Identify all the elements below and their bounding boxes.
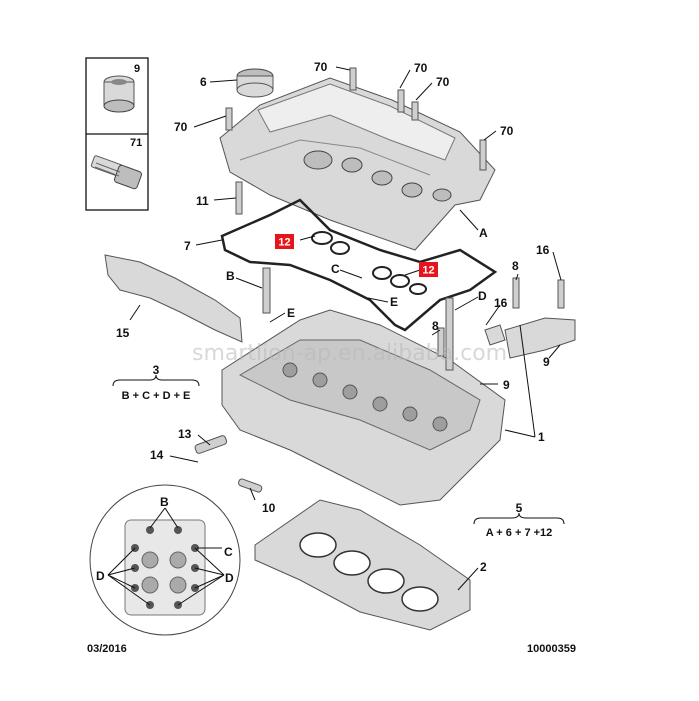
kit-3-label: 3 xyxy=(153,363,160,377)
callout-9-right: 9 xyxy=(543,355,550,369)
footer-date: 03/2016 xyxy=(87,643,127,655)
callout-13: 13 xyxy=(178,427,192,441)
callout-B-top: B xyxy=(226,269,235,283)
torque-sequence-inset xyxy=(89,484,241,636)
highlight-marker-12-a: 12 xyxy=(275,234,294,249)
kit-5-formula: A + 6 + 7 +12 xyxy=(486,527,553,539)
valve-cover-gasket xyxy=(220,198,498,332)
kit-3-group: 3 B + C + D + E xyxy=(112,363,200,402)
svg-text:12: 12 xyxy=(422,265,434,277)
callout-D-top: D xyxy=(478,289,487,303)
bearing-caps xyxy=(484,317,576,359)
callout-14: 14 xyxy=(150,448,164,462)
head-gasket xyxy=(254,499,471,631)
dowel-sleeve-illustration xyxy=(103,75,135,113)
callout-16-top: 16 xyxy=(536,243,550,257)
kit-5-brace xyxy=(473,512,565,525)
callout-8-mid: 8 xyxy=(432,319,439,333)
callout-10: 10 xyxy=(262,501,276,515)
callout-11: 11 xyxy=(196,194,209,208)
callout-70-top: 70 xyxy=(314,60,328,74)
kit-3-formula: B + C + D + E xyxy=(122,390,191,402)
callout-9-inset: 9 xyxy=(134,63,140,75)
callout-70-left: 70 xyxy=(174,120,188,134)
callout-1: 1 xyxy=(538,430,545,444)
callout-C-inset: C xyxy=(224,545,233,559)
callout-E-a: E xyxy=(287,306,295,320)
callout-D-inset-left: D xyxy=(96,569,105,583)
footer-reference: 10000359 xyxy=(527,643,576,655)
part-callouts: 9 71 70 70 70 70 70 6 11 7 A B C E E D 8… xyxy=(96,60,550,585)
callout-9-mid: 9 xyxy=(503,378,510,392)
callout-7: 7 xyxy=(184,239,191,253)
kit-3-brace xyxy=(112,374,200,387)
oil-filler-cap xyxy=(236,68,274,98)
highlight-marker-12-b: 12 xyxy=(419,262,438,277)
heat-shield xyxy=(104,254,243,343)
callout-15: 15 xyxy=(116,326,130,340)
callout-6: 6 xyxy=(200,75,207,89)
callout-A: A xyxy=(479,226,488,240)
callout-2: 2 xyxy=(480,560,487,574)
callout-70-b: 70 xyxy=(414,61,428,75)
callout-16-mid: 16 xyxy=(494,296,508,310)
callout-70-right: 70 xyxy=(500,124,514,138)
kit-5-label: 5 xyxy=(516,501,523,515)
tube-seals xyxy=(311,231,427,295)
callout-8-right: 8 xyxy=(512,259,519,273)
callout-B-inset: B xyxy=(160,495,169,509)
callout-E-b: E xyxy=(390,295,398,309)
valve-cover xyxy=(219,77,496,251)
bolts xyxy=(194,67,565,493)
leader-lines xyxy=(129,66,562,591)
cylinder-head xyxy=(221,309,506,506)
callout-70-c: 70 xyxy=(436,75,450,89)
bolt-illustration xyxy=(90,155,143,190)
kit-5-group: 5 A + 6 + 7 +12 xyxy=(473,501,565,539)
callout-71-inset: 71 xyxy=(130,137,142,149)
callout-D-inset-right: D xyxy=(225,571,234,585)
callout-C-top: C xyxy=(331,262,340,276)
watermark: smartlion-ap.en.alibaba.com xyxy=(192,341,507,366)
inset-parts-panel xyxy=(85,57,149,211)
svg-text:12: 12 xyxy=(278,237,290,249)
